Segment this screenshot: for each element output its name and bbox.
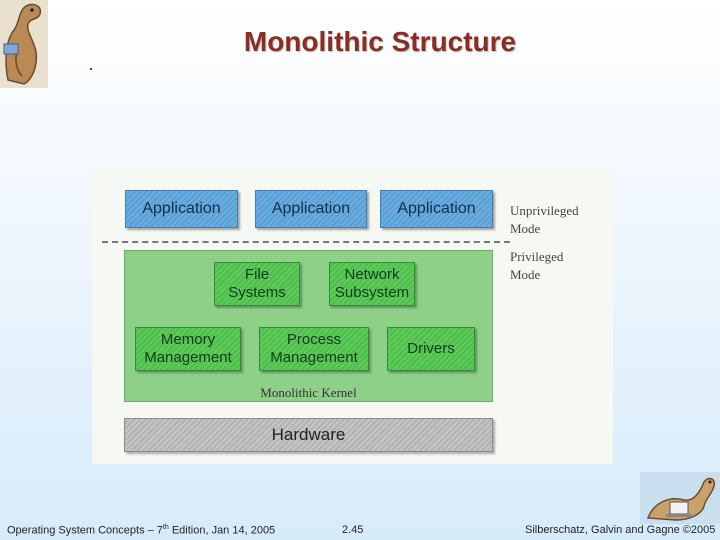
footer-book-title-prefix: Operating System Concepts – 7 (7, 524, 163, 537)
monolithic-kernel-label: Monolithic Kernel (260, 385, 357, 400)
unprivileged-mode-label: Unprivileged Mode (510, 202, 610, 238)
process-management-line-1: Process (286, 331, 342, 348)
network-subsystem-line-2: Subsystem (334, 284, 410, 301)
footer-copyright: Silberschatz, Galvin and Gagne ©2005 (525, 524, 716, 536)
process-management-line-2: Management (270, 349, 358, 366)
file-systems-line-2: Systems (228, 284, 286, 301)
footer-book-title-suffix: Edition, Jan 14, 2005 (168, 524, 276, 537)
footer-edition-suffix: th (162, 524, 169, 531)
file-systems-line-1: File (244, 266, 270, 283)
network-subsystem-line-1: Network (344, 266, 400, 283)
file-systems-box: File Systems (214, 262, 300, 306)
slide-title: Monolithic Structure (243, 26, 517, 57)
application-box-1: Application (125, 190, 238, 228)
drivers-box: Drivers (387, 327, 475, 371)
mode-divider (102, 241, 510, 243)
application-box-3: Application (380, 190, 493, 228)
dinosaur-laptop-logo-icon (640, 472, 720, 524)
privileged-mode-line-2: Mode (510, 267, 541, 282)
hardware-box: Hardware (124, 418, 493, 452)
memory-management-line-1: Memory (160, 331, 216, 348)
decorative-dot (90, 68, 92, 70)
network-subsystem-box: Network Subsystem (329, 262, 415, 306)
diagram-panel: Application Application Application Unpr… (92, 166, 613, 464)
memory-management-line-2: Management (144, 349, 232, 366)
privileged-mode-line-1: Privileged (510, 249, 564, 264)
footer-book-title: Operating System Concepts – 7th Edition,… (7, 524, 275, 537)
unprivileged-mode-line-1: Unprivileged (510, 203, 579, 218)
dinosaur-logo-icon (0, 0, 48, 88)
process-management-box: Process Management (259, 327, 369, 371)
unprivileged-mode-line-2: Mode (510, 221, 541, 236)
monolithic-kernel: File Systems Network Subsystem Memory Ma… (124, 250, 493, 402)
privileged-mode-label: Privileged Mode (510, 248, 610, 284)
application-box-2: Application (255, 190, 367, 228)
footer-slide-number: 2.45 (342, 524, 364, 536)
memory-management-box: Memory Management (135, 327, 241, 371)
